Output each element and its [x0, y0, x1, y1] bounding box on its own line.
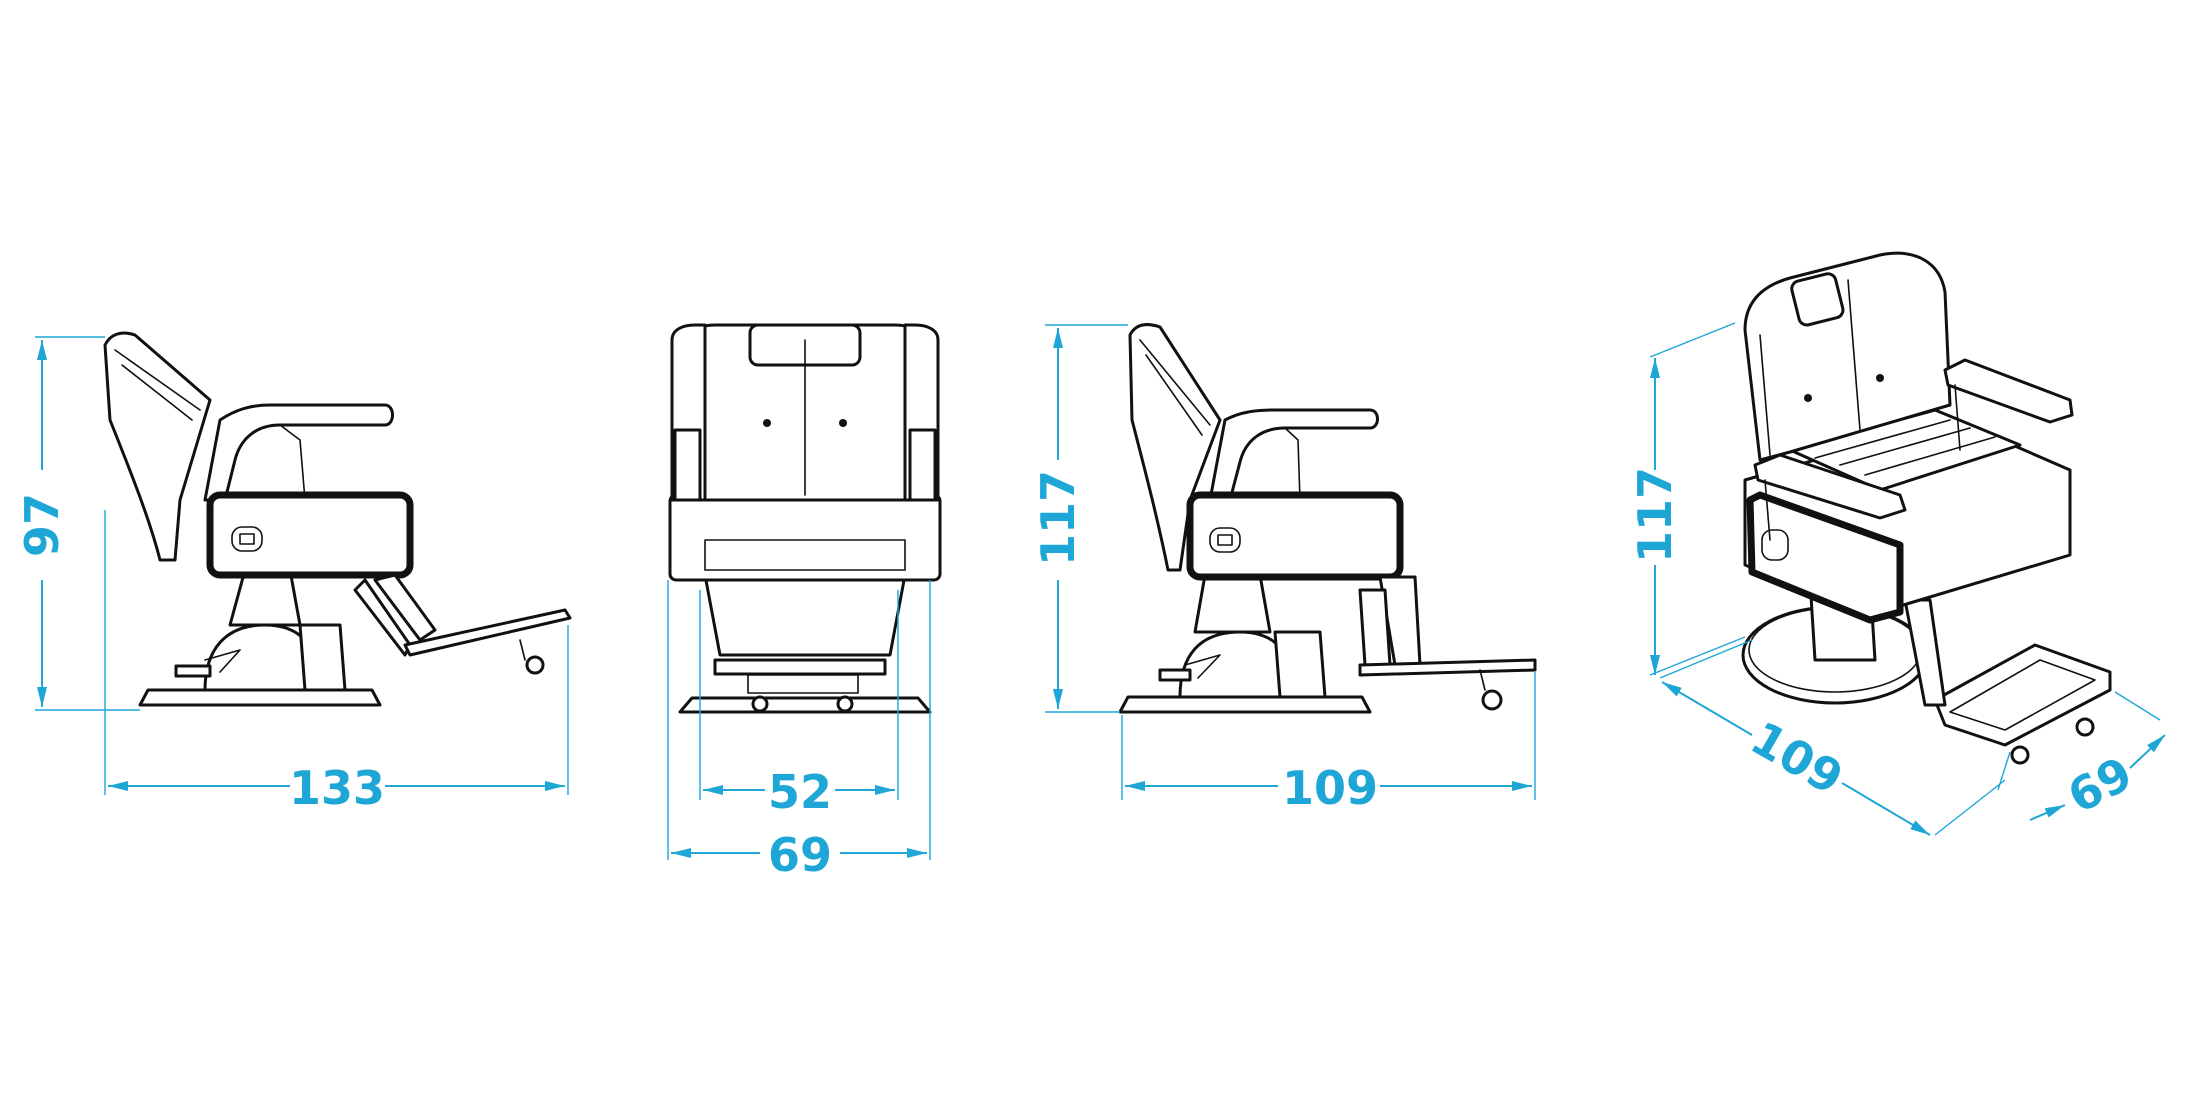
height-label-2: 117 [1031, 470, 1085, 566]
length-label-iso: 109 [1742, 711, 1852, 806]
outer-width-label: 69 [768, 828, 832, 882]
width-dimension: 133 [104, 510, 569, 815]
width-label-iso: 69 [2059, 746, 2141, 824]
chair-drawing-front [668, 323, 942, 714]
height-dimension: 97 [15, 336, 140, 711]
chair-drawing-side-2 [1118, 323, 1537, 714]
chair-drawing-side [103, 331, 572, 707]
chair-drawing-isometric [1741, 251, 2112, 765]
height-dimension-iso: 117 [1628, 322, 1746, 676]
width-dimension-2: 109 [1121, 672, 1536, 815]
height-dimension-2: 117 [1031, 324, 1128, 713]
width-label: 133 [289, 761, 385, 815]
width-label-2: 109 [1282, 761, 1378, 815]
outer-width-dimension: 69 [667, 580, 931, 882]
inner-width-dimension: 52 [699, 590, 899, 819]
inner-width-label: 52 [768, 765, 832, 819]
isometric-view: 117 109 69 [1628, 251, 2166, 836]
side-view-reclined: 117 109 [1031, 323, 1537, 815]
height-label: 97 [15, 493, 69, 557]
front-view: 52 69 [667, 323, 942, 882]
side-view-upright: 97 133 [15, 331, 572, 815]
height-label-iso: 117 [1628, 467, 1682, 563]
